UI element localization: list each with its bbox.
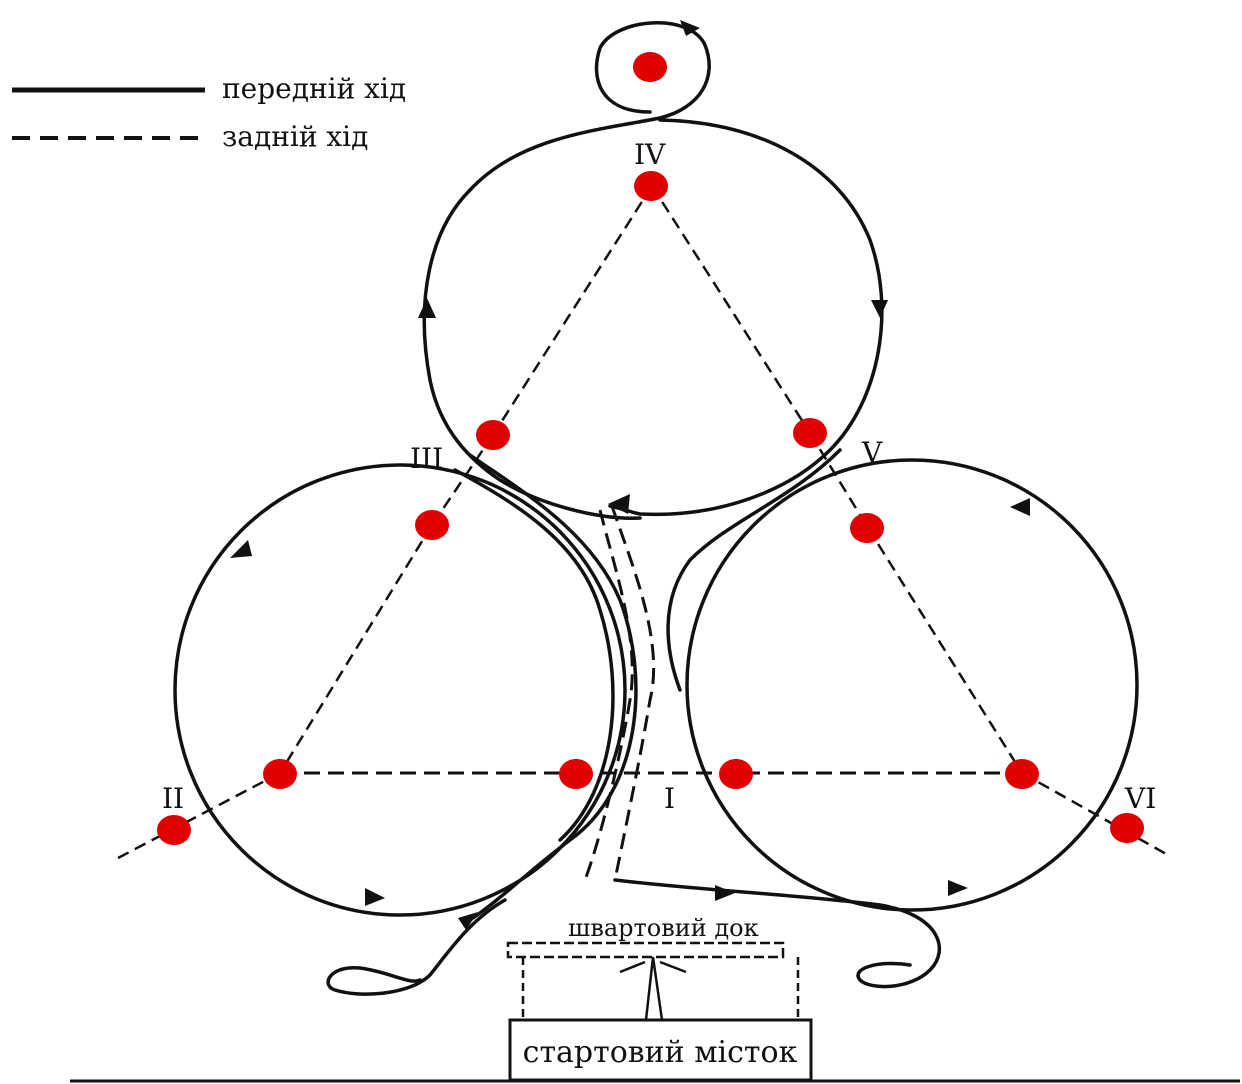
left-circle	[173, 463, 627, 917]
dock-structure: швартовий док стартовий місток	[70, 914, 1240, 1083]
marker-left-lower	[263, 759, 297, 789]
marker-center-left	[559, 759, 593, 789]
middle-paths	[453, 448, 842, 922]
bridge-label: стартовий місток	[523, 1035, 798, 1070]
marker-center-right	[719, 759, 753, 789]
dock-label: швартовий док	[568, 914, 759, 942]
marker-IV	[634, 171, 668, 201]
lower-right-loop	[613, 878, 942, 989]
marker-VI	[1110, 813, 1144, 843]
label-III: III	[410, 442, 443, 475]
markers	[157, 52, 1144, 845]
label-V: V	[861, 436, 883, 469]
marker-II	[157, 815, 191, 845]
label-I: I	[664, 782, 675, 815]
marker-top-loop	[633, 52, 667, 82]
upper-triangle	[430, 185, 870, 529]
marker-right-lower	[1005, 759, 1039, 789]
marker-left-upper	[415, 510, 449, 540]
point-labels: IV III V II I VI	[162, 138, 1156, 815]
mooring-dock	[506, 941, 785, 959]
left-triangle	[117, 524, 576, 860]
marker-V	[793, 418, 827, 448]
right-circle	[685, 458, 1139, 912]
label-II: II	[162, 782, 184, 815]
legend-reverse-label: задній хід	[222, 120, 368, 153]
label-IV: IV	[634, 138, 666, 171]
marker-III	[476, 420, 510, 450]
legend-forward-label: передній хід	[222, 72, 406, 105]
lower-left-loop	[326, 898, 507, 996]
right-triangle	[576, 527, 1169, 857]
legend: передній хід задній хід	[12, 72, 406, 153]
top-loop	[468, 20, 711, 192]
marker-right-upper	[850, 513, 884, 543]
upper-circle	[418, 118, 888, 520]
label-VI: VI	[1124, 782, 1156, 815]
